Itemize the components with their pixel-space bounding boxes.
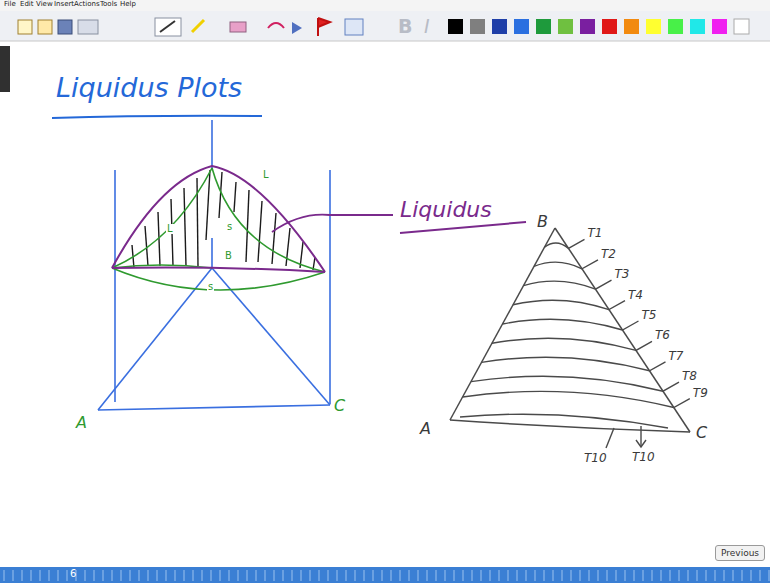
menu-item: File: [4, 1, 16, 8]
composition-triangle: [450, 228, 690, 432]
menu-item: Tools: [100, 1, 117, 8]
title-underline: [52, 116, 262, 118]
temperature-label: T3: [615, 268, 630, 280]
prism-frame: [98, 120, 330, 410]
callout-label: Liquidus: [400, 199, 492, 221]
button-label: Previous: [716, 546, 764, 560]
previous-button: Previous: [715, 545, 765, 561]
toolbar-button: I: [424, 17, 430, 36]
side-tab: [0, 46, 10, 92]
page-number: 6: [70, 569, 76, 579]
liquidus-surface: [112, 166, 325, 272]
vertex-label: B: [537, 214, 548, 230]
liquidus-hatching: [132, 170, 315, 270]
toolbar-button: B: [398, 17, 412, 36]
temperature-label: T10: [584, 452, 607, 464]
phase-mark: L: [262, 170, 270, 180]
toolbar-icons: [18, 18, 749, 36]
leader-line: [272, 215, 393, 232]
isotherm-lines: [460, 239, 690, 428]
phase-mark: s: [226, 222, 233, 232]
vertex-label: A: [420, 421, 431, 437]
menu-bar: [0, 0, 770, 11]
menu-item: Insert: [54, 1, 74, 8]
page-bar: [0, 567, 770, 583]
menu-item: Edit: [20, 1, 34, 8]
menu-item: Actions: [74, 1, 100, 8]
temperature-label: T5: [642, 309, 657, 321]
label-underline: [400, 222, 526, 233]
temperature-label: T4: [628, 289, 643, 301]
phase-mark: L: [166, 224, 174, 234]
temperature-label: T8: [682, 370, 697, 382]
temperature-label: T9: [693, 387, 708, 399]
temperature-label: T2: [601, 248, 616, 260]
menu-item: Help: [120, 1, 136, 8]
vertex-label: B: [224, 251, 233, 261]
toolbar-edge: [0, 41, 770, 42]
temperature-label: T7: [669, 350, 684, 362]
temperature-label: T1: [588, 227, 603, 239]
temperature-label: T6: [655, 329, 670, 341]
toolbar: [0, 11, 770, 41]
phase-mark: s: [207, 282, 214, 292]
vertex-label: C: [696, 425, 707, 441]
vertex-label: C: [333, 398, 346, 414]
page-ticks: [4, 570, 769, 581]
t10-leaders: [606, 426, 646, 448]
vertex-label: A: [76, 415, 87, 431]
menu-item: View: [36, 1, 53, 8]
slide-title: Liquidus Plots: [56, 74, 242, 101]
temperature-label: T10: [632, 451, 655, 463]
